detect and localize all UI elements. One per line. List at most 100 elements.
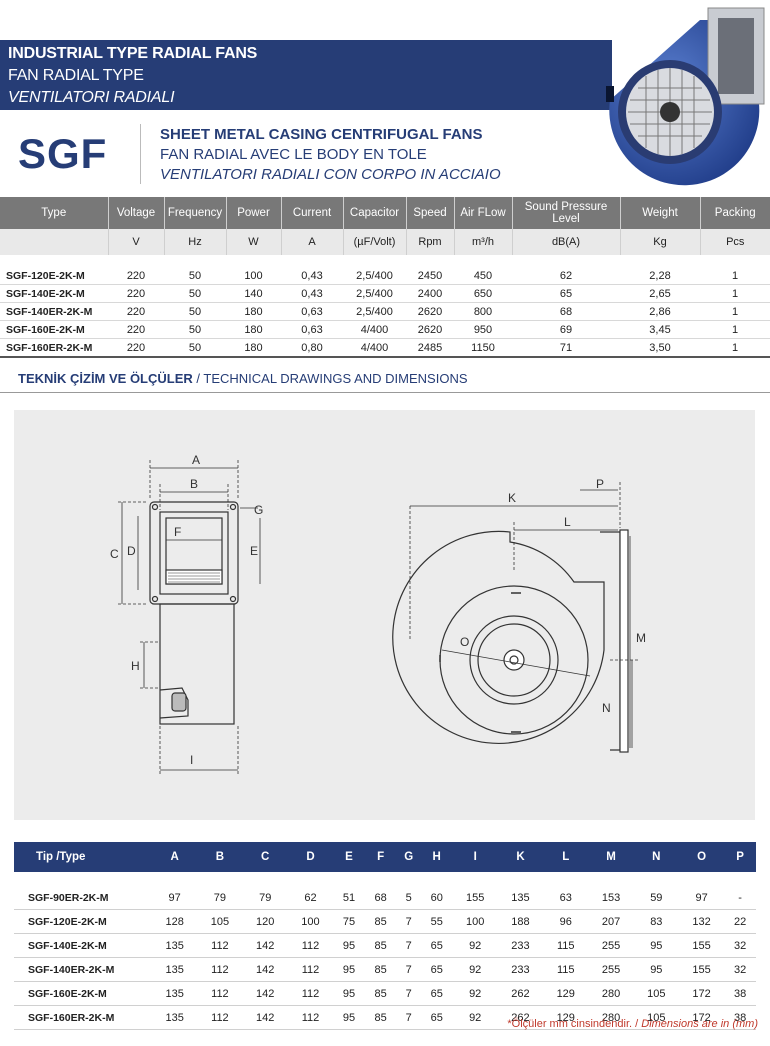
value-cell: 95 [333,957,365,982]
value-cell: 207 [588,909,634,934]
value-cell: 62 [512,267,620,285]
value-cell: 85 [364,981,397,1006]
value-cell: 255 [588,957,634,982]
value-cell: 7 [396,981,421,1006]
value-cell: 92 [452,957,498,982]
value-cell: 115 [543,933,589,958]
subtitle-2: FAN RADIAL AVEC LE BODY EN TOLE [160,146,427,163]
spec-unit: A [280,229,343,255]
dim-col-header: G [396,842,421,872]
value-cell: 115 [543,957,589,982]
value-cell: 50 [164,302,226,321]
spec-col-header: Current [280,197,343,229]
type-cell: SGF-140E-2K-M [0,284,108,303]
dimensions-table: Tip /Type A B C D E F G H I K L M N O P … [14,842,756,1030]
value-cell: 105 [197,909,243,934]
spec-col-header: Power [225,197,281,229]
dim-col-header: B [197,842,243,872]
header-band [0,40,612,110]
spec-unit: Rpm [405,229,454,255]
value-cell: 32 [724,933,756,958]
section-rule [0,392,770,393]
value-cell: 120 [242,909,288,934]
spec-unit: Kg [619,229,700,255]
value-cell: 68 [364,886,397,910]
dim-label-h: H [131,659,140,673]
dim-col-header: H [420,842,453,872]
value-cell: 4/400 [343,320,406,339]
value-cell: 7 [396,957,421,982]
value-cell: 233 [497,933,544,958]
header-title-1: INDUSTRIAL TYPE RADIAL FANS [8,45,258,62]
value-cell: 450 [454,267,512,285]
value-cell: 2620 [406,302,454,321]
value-cell: 105 [633,981,679,1006]
spec-col-header: Packing [699,197,770,229]
header-title-2: FAN RADIAL TYPE [8,67,144,84]
value-cell: 950 [454,320,512,339]
value-cell: 153 [588,886,634,910]
value-cell: 1150 [454,338,512,358]
value-cell: 155 [678,957,725,982]
value-cell: 4/400 [343,338,406,358]
dim-label-o: O [460,635,469,649]
type-cell: SGF-160ER-2K-M [14,1005,152,1030]
spec-col-header: Frequency [163,197,226,229]
value-cell: 55 [420,909,453,934]
spec-unit [0,229,108,255]
value-cell: 65 [420,933,453,958]
dim-col-header: I [452,842,498,872]
value-cell: 0,63 [281,320,343,339]
value-cell: 180 [226,320,281,339]
value-cell: 129 [543,981,589,1006]
value-cell: 100 [226,267,281,285]
value-cell: 1 [700,338,770,358]
dim-col-header: P [724,842,756,872]
spec-col-header: Weight [619,197,700,229]
type-cell: SGF-120E-2K-M [0,267,108,285]
dim-col-header: D [287,842,334,872]
spec-col-header: Sound Pressure Level [511,197,620,229]
dim-label-m: M [636,631,646,645]
value-cell: 32 [724,957,756,982]
type-cell: SGF-160ER-2K-M [0,338,108,358]
value-cell: 7 [396,909,421,934]
value-cell: 95 [333,933,365,958]
value-cell: 112 [197,933,243,958]
value-cell: 280 [588,981,634,1006]
value-cell: 262 [497,1005,544,1030]
fan-product-image [590,0,770,200]
value-cell: 95 [633,933,679,958]
subtitle-3: VENTILATORI RADIALI CON CORPO IN ACCIAIO [160,166,501,183]
value-cell: 50 [164,267,226,285]
value-cell: 112 [287,981,334,1006]
value-cell: 180 [226,338,281,358]
spec-unit: Hz [163,229,226,255]
technical-drawing: A B C D E F G H I K L M N O P [110,453,646,776]
value-cell: 2450 [406,267,454,285]
value-cell: 1 [700,302,770,321]
value-cell: 2,28 [620,267,700,285]
section-heading-tr: TEKNİK ÇİZİM VE ÖLÇÜLER [18,371,193,386]
value-cell: 2,5/400 [343,267,406,285]
value-cell: 69 [512,320,620,339]
spec-unit: dB(A) [511,229,620,255]
value-cell: 95 [333,981,365,1006]
dim-label-b: B [190,477,198,491]
value-cell: 128 [152,909,198,934]
value-cell: 0,63 [281,302,343,321]
value-cell: 262 [497,981,544,1006]
value-cell: 135 [152,1005,198,1030]
value-cell: 0,80 [281,338,343,358]
section-heading: TEKNİK ÇİZİM VE ÖLÇÜLER / TECHNICAL DRAW… [18,371,468,386]
value-cell: 51 [333,886,365,910]
dim-label-a: A [192,453,200,467]
units-note-tr: *Ölçüler mm cinsindendir. / [507,1018,642,1030]
